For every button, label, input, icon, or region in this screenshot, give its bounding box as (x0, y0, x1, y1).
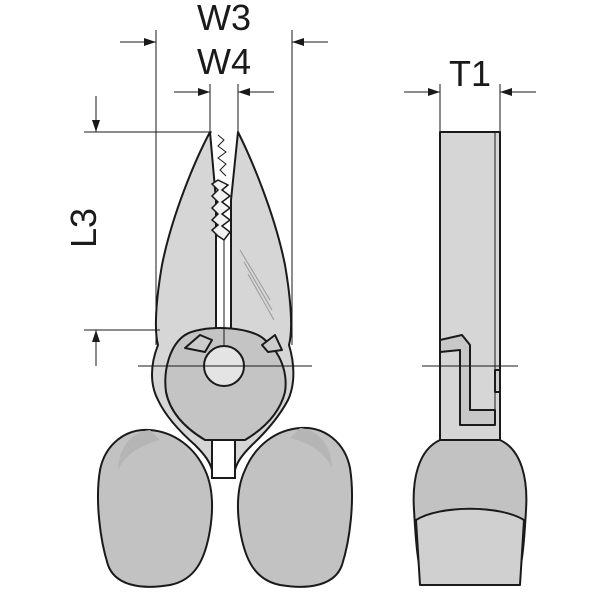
l3-label: L3 (63, 208, 104, 248)
w3-arrow-right (292, 38, 304, 46)
handle-gap (211, 460, 236, 479)
left-cutter (184, 334, 213, 353)
jaw-shading-lines (239, 249, 275, 321)
side-grip-end (415, 507, 525, 586)
w4-arrow-right (238, 88, 250, 96)
side-joint-step (439, 334, 496, 426)
w3-label: W3 (197, 0, 251, 38)
side-joint-notch (494, 369, 501, 393)
l3-arrow-bottom (92, 330, 100, 342)
pliers-side-view (412, 131, 528, 586)
jaw-tip-serration (217, 134, 227, 177)
t1-label: T1 (449, 53, 491, 94)
dimension-lines (84, 30, 536, 366)
left-handle-grip (97, 428, 214, 588)
w3-arrow-left (144, 38, 156, 46)
t1-arrow-left (428, 88, 440, 96)
pliers-front-view (97, 131, 353, 588)
right-handle-grip (236, 426, 353, 588)
l3-arrow-top (92, 120, 100, 132)
jaw-teeth (210, 179, 232, 242)
t1-arrow-right (500, 88, 512, 96)
left-handle-shade (118, 430, 160, 470)
right-cutter (261, 334, 283, 353)
right-handle-shade (290, 428, 332, 468)
w4-arrow-left (198, 88, 210, 96)
w4-label: W4 (197, 41, 251, 82)
